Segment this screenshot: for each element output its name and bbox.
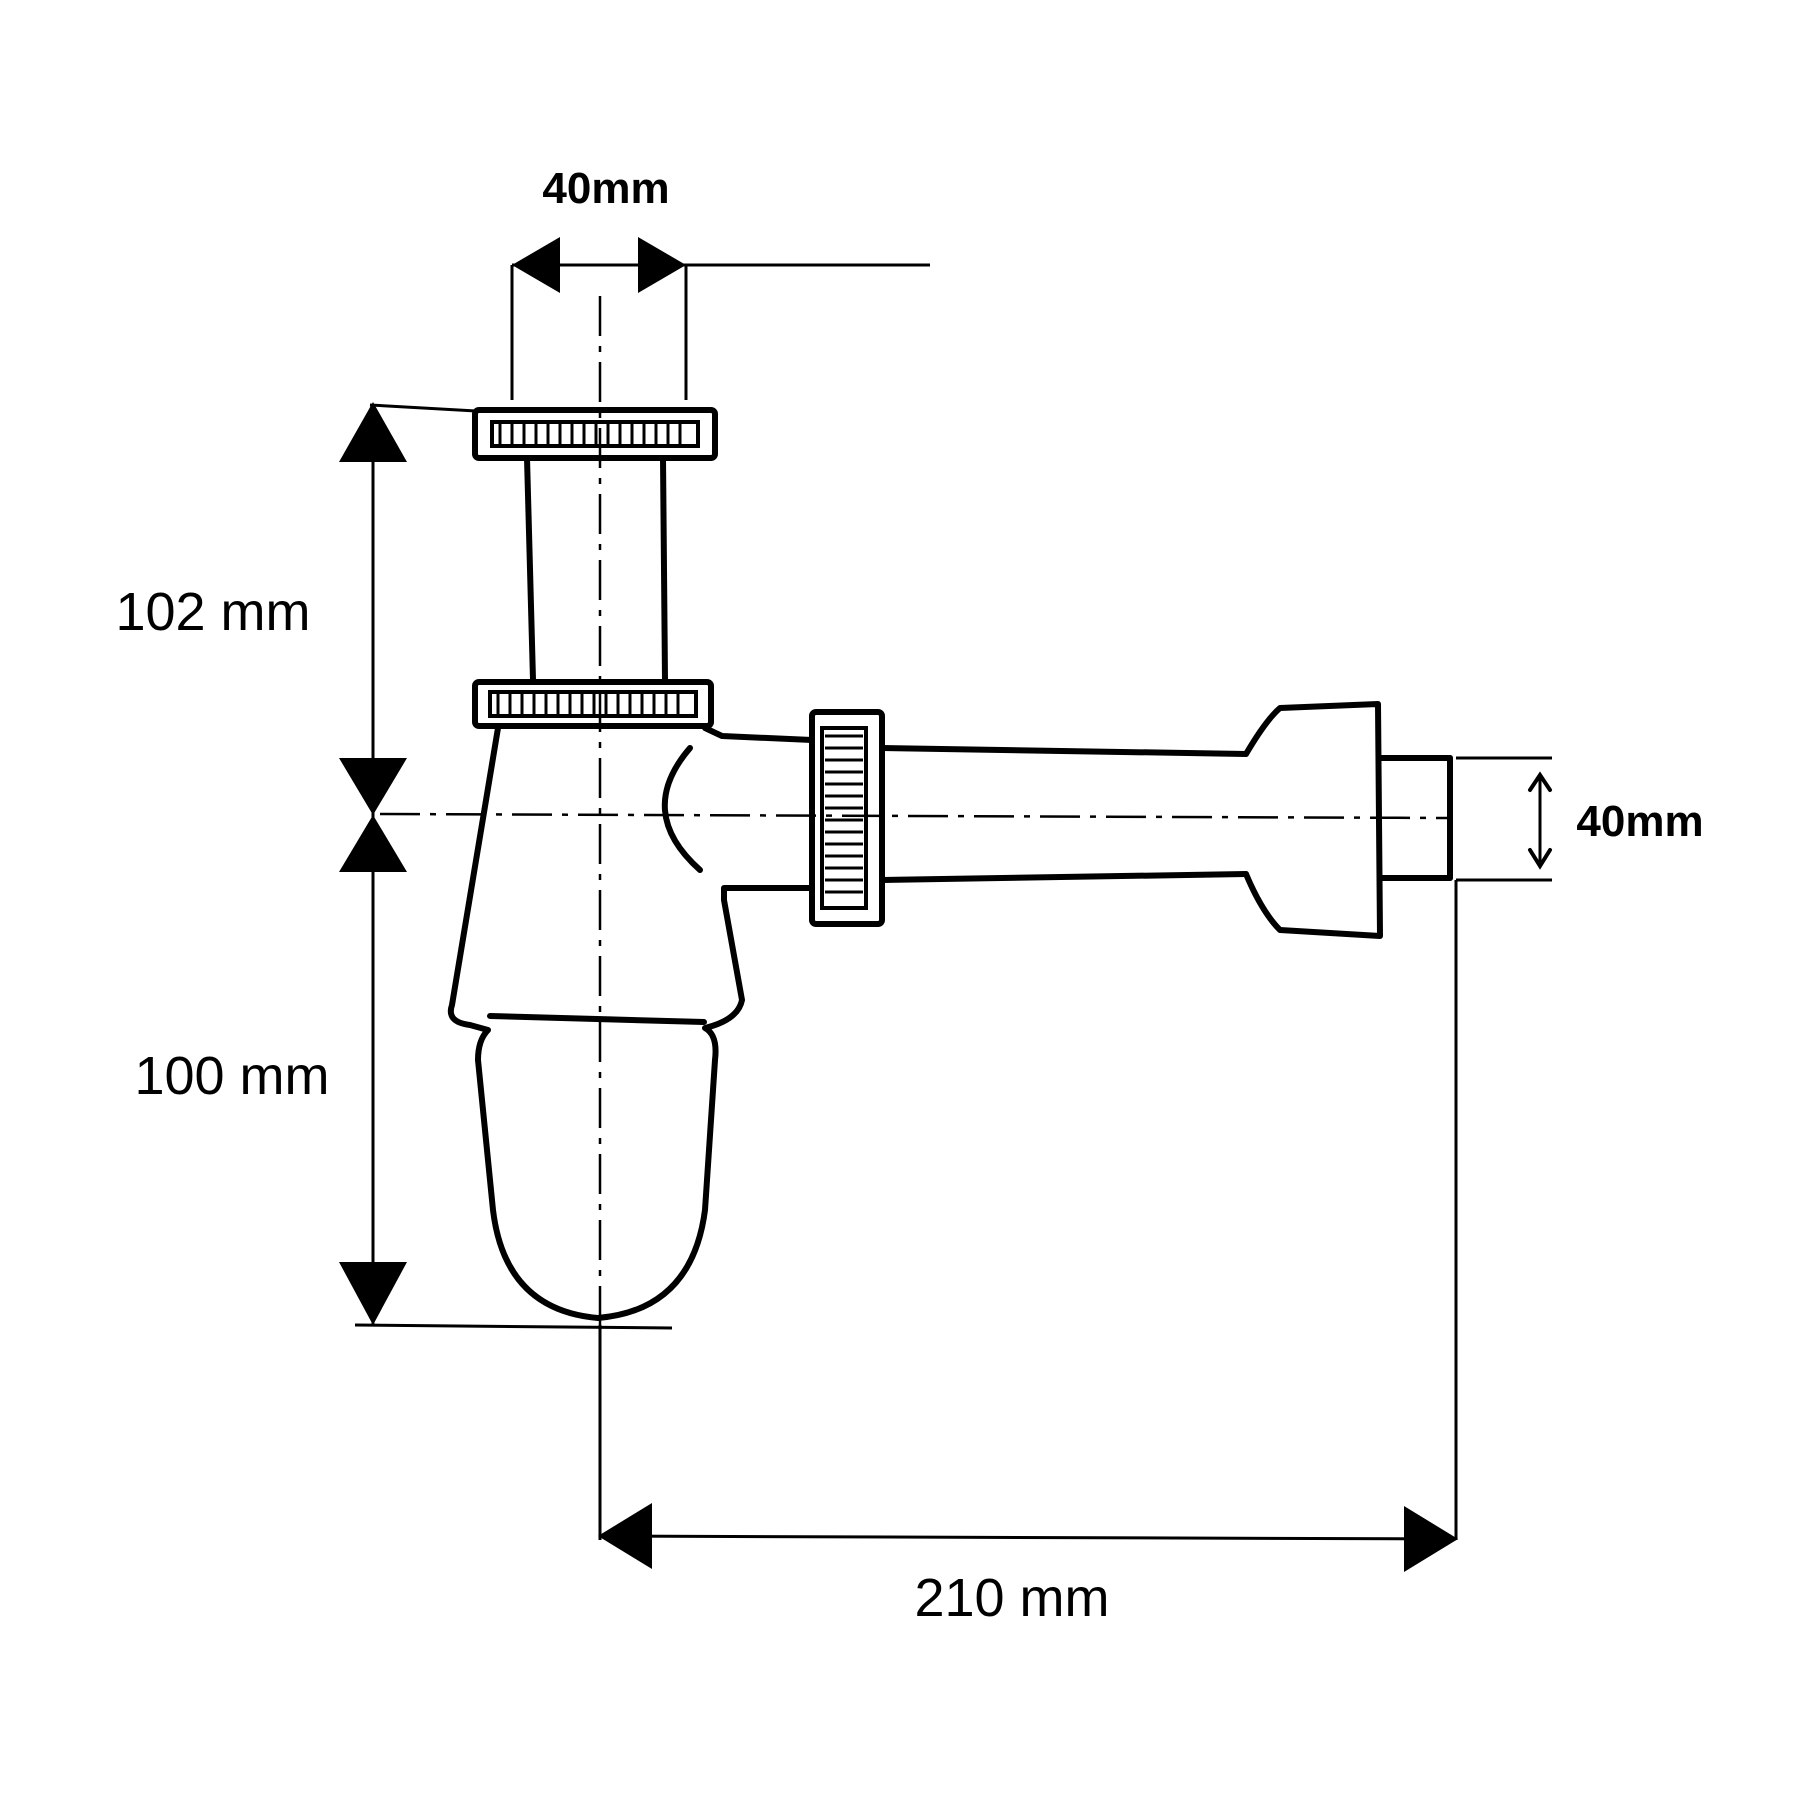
outlet-pipe [879, 745, 1249, 883]
upper-height-label: 102 mm [115, 582, 310, 642]
horizontal-length-dimension: 210 mm [598, 880, 1458, 1628]
height-dimensions: 102 mm 100 mm [115, 402, 673, 1330]
bottle-body [447, 725, 815, 1321]
arrow-mid-down [339, 815, 407, 872]
arrow-mid-up [339, 758, 407, 815]
outlet-nut [809, 709, 885, 927]
middle-nut-knurls [496, 694, 680, 714]
horizontal-center-line [379, 812, 1453, 820]
outlet-nut-knurls [825, 734, 863, 894]
top-nut-knurls [498, 424, 682, 444]
middle-nut [472, 679, 714, 729]
arrow-right [638, 237, 686, 293]
horizontal-length-label: 210 mm [914, 1568, 1109, 1628]
inlet-diameter-label: 40mm [542, 164, 669, 213]
reducer-fitting [1243, 701, 1383, 939]
arrow-top [339, 402, 407, 462]
bottle-trap [447, 407, 1453, 1321]
top-nut [472, 407, 718, 461]
arrow-left [512, 237, 560, 293]
arrow-bottom [339, 1262, 407, 1325]
inlet-tube [524, 455, 668, 683]
outlet-diameter-dimension: 40mm [1456, 756, 1704, 882]
arrow-up-small [1528, 771, 1552, 792]
arrow-right-long [1404, 1506, 1458, 1572]
outlet-diameter-label: 40mm [1576, 797, 1703, 846]
inlet-diameter-dimension: 40mm [510, 164, 930, 400]
lower-height-label: 100 mm [134, 1046, 329, 1106]
arrow-down-small [1528, 848, 1552, 870]
center-lines [379, 296, 1453, 1325]
outlet-inner-curve [661, 745, 703, 873]
cup-rim [487, 1013, 707, 1025]
arrow-left-long [598, 1503, 652, 1569]
